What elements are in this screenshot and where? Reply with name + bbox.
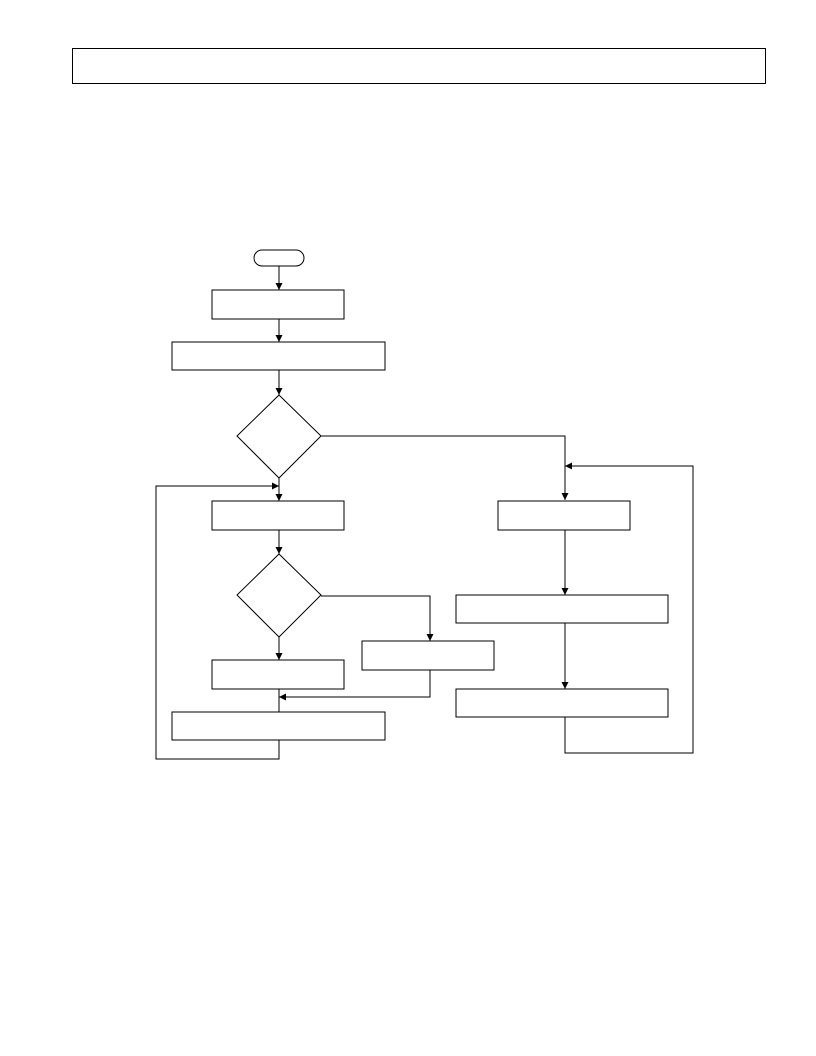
process-box-2 <box>171 341 386 371</box>
start-terminator <box>253 249 305 267</box>
edge-loop-right <box>564 462 694 754</box>
edge-decision2-right <box>321 595 434 641</box>
process-box-right-1 <box>497 500 631 531</box>
edge-loop-left <box>155 482 280 760</box>
decision-diamond-1 <box>236 394 322 479</box>
process-box-left-1 <box>211 500 345 531</box>
decision-diamond-2 <box>236 553 322 638</box>
process-box-left-2 <box>211 659 345 690</box>
process-box-left-3 <box>171 711 386 741</box>
process-box-1 <box>211 289 345 320</box>
process-box-right-3 <box>455 688 669 718</box>
edge-decision1-right <box>321 435 569 500</box>
header-box <box>72 48 766 84</box>
process-box-branch <box>361 640 495 671</box>
edge-branch-merge <box>279 670 431 701</box>
process-box-right-2 <box>455 594 669 624</box>
